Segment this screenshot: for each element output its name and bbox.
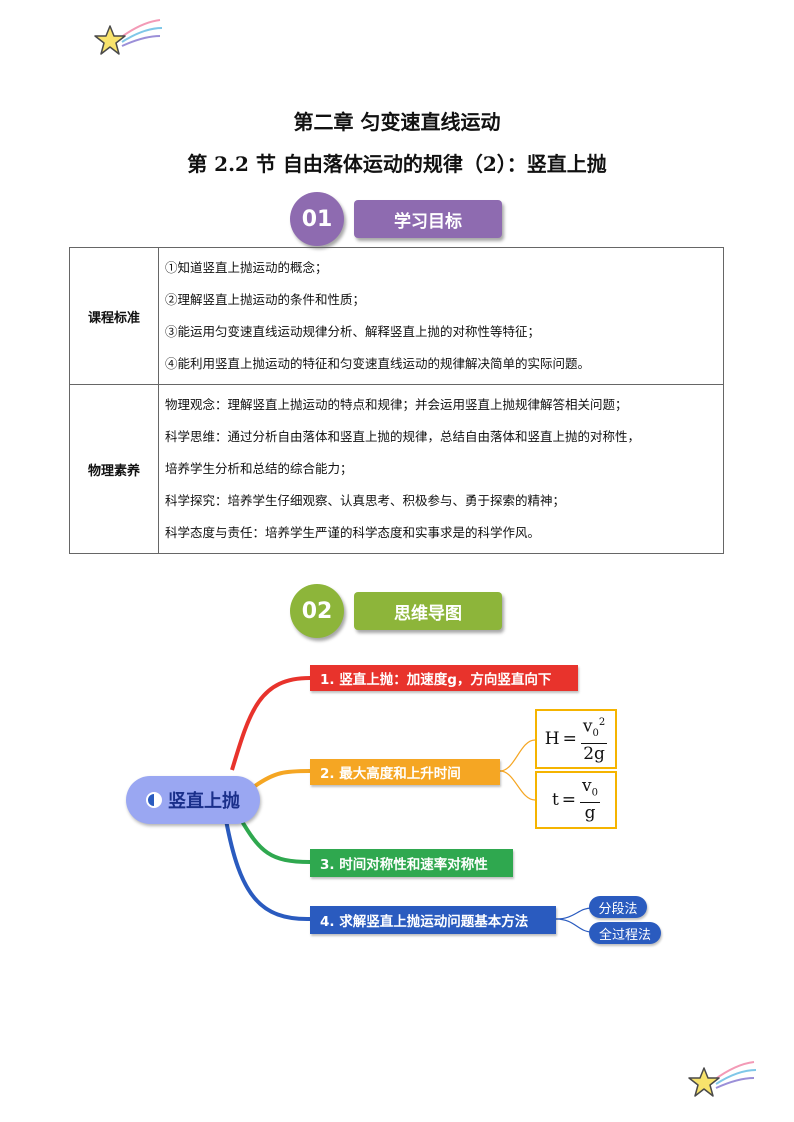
list-item: 科学思维：通过分析自由落体和竖直上抛的规律，总结自由落体和竖直上抛的对称性， (165, 429, 641, 444)
fraction-denominator: 2g (583, 744, 605, 765)
numerator-superscript: 2 (598, 716, 606, 728)
list-item: 物理观念：理解竖直上抛运动的特点和规律；并会运用竖直上抛规律解答相关问题； (165, 397, 628, 412)
formula-equals: = (562, 729, 577, 749)
numerator-subscript: 0 (592, 728, 599, 740)
branch-node-2: 2. 最大高度和上升时间 (310, 759, 500, 785)
row-heading: 课程标准 (69, 247, 159, 385)
rise-time-formula: t = v0 g (535, 771, 617, 829)
formula-equals: = (561, 790, 577, 810)
numerator-symbol: v (582, 775, 592, 796)
shooting-star-icon (688, 1061, 757, 1097)
learning-goals-table: 课程标准 ①知道竖直上抛运动的概念； ②理解竖直上抛运动的条件和性质； ③能运用… (69, 247, 724, 554)
list-item: ④能利用竖直上抛运动的特征和匀变速直线运动的规律解决简单的实际问题。 (165, 356, 591, 371)
formula-lhs: t (551, 790, 559, 810)
section-title: 第 2.2 节 自由落体运动的规律（2）：竖直上抛 (187, 152, 607, 176)
badge-label: 思维导图 (354, 592, 502, 630)
fraction-numerator: v0 (580, 775, 601, 804)
badge-label: 学习目标 (354, 200, 502, 238)
mindmap-connectors (224, 676, 593, 933)
chapter-title: 第二章 匀变速直线运动 (293, 110, 501, 134)
mindmap-center-node: 竖直上抛 (126, 776, 260, 824)
method-segmented: 分段法 (589, 896, 647, 918)
row-content: ①知道竖直上抛运动的概念； ②理解竖直上抛运动的条件和性质； ③能运用匀变速直线… (158, 247, 724, 385)
list-item: ③能运用匀变速直线运动规律分析、解释竖直上抛的对称性等特征； (165, 324, 541, 339)
branch-node-3: 3. 时间对称性和速率对称性 (310, 849, 513, 877)
list-item: 科学探究：培养学生仔细观察、认真思考、积极参与、勇于探索的精神； (165, 493, 566, 508)
method-whole-process: 全过程法 (589, 922, 661, 944)
half-circle-icon (146, 792, 162, 808)
table-row: 课程标准 ①知道竖直上抛运动的概念； ②理解竖直上抛运动的条件和性质； ③能运用… (69, 247, 724, 385)
numerator-subscript: 0 (591, 787, 599, 799)
shooting-star-icon (94, 19, 163, 55)
section-badge-mind-map: 02 思维导图 (290, 584, 510, 638)
fraction-numerator: v02 (580, 714, 608, 745)
row-content: 物理观念：理解竖直上抛运动的特点和规律；并会运用竖直上抛规律解答相关问题； 科学… (158, 384, 724, 554)
list-item: 科学态度与责任：培养学生严谨的科学态度和实事求是的科学作风。 (165, 525, 541, 540)
numerator-symbol: v (582, 716, 593, 737)
badge-number: 01 (290, 192, 344, 246)
branch-node-4: 4. 求解竖直上抛运动问题基本方法 (310, 906, 556, 934)
badge-number: 02 (290, 584, 344, 638)
row-heading: 物理素养 (69, 384, 159, 554)
list-item: ①知道竖直上抛运动的概念； (165, 260, 328, 275)
max-height-formula: H = v02 2g (535, 709, 617, 769)
list-item: ②理解竖直上抛运动的条件和性质； (165, 292, 366, 307)
list-item: 培养学生分析和总结的综合能力； (165, 461, 353, 476)
formula-fraction: v02 2g (580, 714, 608, 765)
formula-lhs: H (544, 729, 560, 749)
center-node-label: 竖直上抛 (168, 791, 240, 812)
table-row: 物理素养 物理观念：理解竖直上抛运动的特点和规律；并会运用竖直上抛规律解答相关问… (69, 384, 724, 554)
fraction-denominator: g (584, 803, 596, 824)
formula-fraction: v0 g (580, 775, 601, 824)
section-badge-learning-goals: 01 学习目标 (290, 192, 510, 246)
branch-node-1: 1. 竖直上抛：加速度g，方向竖直向下 (310, 665, 578, 691)
